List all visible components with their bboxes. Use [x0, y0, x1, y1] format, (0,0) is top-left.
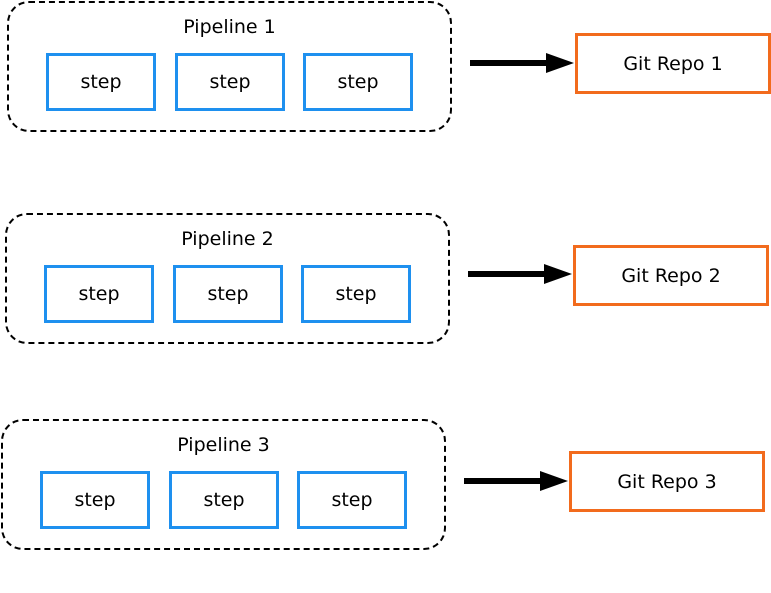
- arrow-2: [468, 264, 572, 284]
- step-box: step: [303, 53, 413, 111]
- step-box: step: [40, 471, 150, 529]
- step-box: step: [301, 265, 411, 323]
- pipeline-title: Pipeline 3: [177, 434, 270, 456]
- pipeline-title: Pipeline 1: [183, 16, 276, 38]
- arrow-1: [470, 53, 574, 73]
- step-box: step: [173, 265, 283, 323]
- pipeline-2: Pipeline 2 step step step: [5, 213, 450, 344]
- git-repo-1: Git Repo 1: [575, 33, 771, 94]
- step-box: step: [169, 471, 279, 529]
- step-box: step: [44, 265, 154, 323]
- git-repo-3: Git Repo 3: [569, 451, 765, 512]
- step-box: step: [46, 53, 156, 111]
- pipeline-1: Pipeline 1 step step step: [7, 1, 452, 132]
- git-repo-2: Git Repo 2: [573, 245, 769, 306]
- step-box: step: [297, 471, 407, 529]
- step-box: step: [175, 53, 285, 111]
- arrow-3: [464, 471, 568, 491]
- pipeline-title: Pipeline 2: [181, 228, 274, 250]
- pipeline-3: Pipeline 3 step step step: [1, 419, 446, 550]
